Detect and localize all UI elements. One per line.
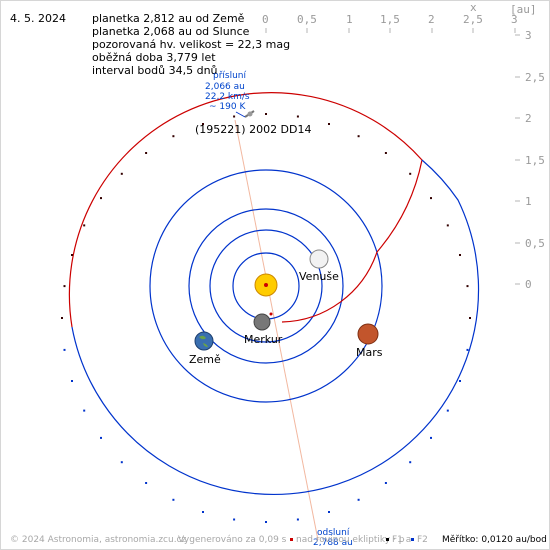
generated-text: Vygenerováno za 0,09 s	[178, 535, 287, 545]
orbit-point	[409, 461, 412, 464]
orbit-point	[409, 172, 412, 175]
date-label: 4. 5. 2024	[10, 12, 66, 25]
y-tick-label: 2	[525, 112, 532, 125]
mercury-icon	[253, 313, 271, 331]
info-line: interval bodů 34,5 dnů	[92, 64, 218, 77]
orbit-point	[145, 152, 148, 154]
y-tick-label: 1,5	[525, 154, 545, 167]
info-line: pozorovaná hv. velikost = 22,3 mag	[92, 38, 291, 51]
earth-orbit	[188, 208, 344, 364]
orbit-point	[430, 197, 432, 200]
orbit-point	[384, 482, 387, 484]
mars-orbit	[149, 169, 383, 403]
info-line: planetka 2,812 au od Země	[92, 12, 245, 25]
x-tick-label: 2	[428, 13, 435, 26]
orbit-point	[265, 113, 267, 115]
apsides-line	[234, 119, 319, 541]
orbit-point-markers	[61, 113, 471, 523]
asteroid-icon	[244, 110, 255, 118]
info-line: planetka 2,068 au od Slunce	[92, 25, 250, 38]
x-axis-letter: x	[470, 1, 477, 14]
asteroid-name: (195221) 2002 DD14	[195, 123, 312, 136]
orbit-point	[233, 518, 236, 521]
orbit-point	[120, 461, 123, 464]
orbit-point	[459, 254, 461, 256]
asteroid-orbit-north	[68, 92, 423, 328]
orbit-point	[100, 436, 102, 439]
y-tick-label: 3	[525, 29, 532, 42]
orbit-point	[466, 285, 469, 288]
orbit-point	[145, 482, 148, 484]
info-line: oběžná doba 3,779 let	[92, 51, 216, 64]
orbit-point	[120, 172, 123, 175]
x-tick-label: 2,5	[463, 13, 483, 26]
earth-label: Země	[189, 353, 221, 366]
orbit-point	[71, 254, 73, 256]
orbit-point	[172, 135, 175, 138]
asteroid-orbit-south	[71, 159, 480, 496]
venus-label: Venuše	[299, 270, 339, 283]
orbit-point	[202, 123, 204, 125]
orbit-point	[446, 224, 449, 227]
orbit-point	[71, 380, 73, 382]
y-tick-label: 1	[525, 195, 532, 208]
orbit-point	[202, 511, 204, 513]
y-axis-ticks	[515, 34, 520, 285]
orbit-point	[296, 518, 299, 521]
orbit-point	[430, 436, 432, 439]
orbit-point	[328, 511, 330, 513]
mars-icon	[357, 323, 379, 345]
info-panel: planetka 2,812 au od Země planetka 2,068…	[92, 12, 290, 77]
orbit-point	[446, 409, 449, 412]
orbit-point	[328, 123, 330, 125]
orbit-point	[83, 409, 86, 412]
legend-f2: F2	[411, 535, 428, 545]
orbit-point	[172, 498, 175, 501]
x-tick-label: 1,5	[380, 13, 400, 26]
y-tick-label: 0	[525, 278, 532, 291]
aphelion-label: odsluní 2,788 au	[313, 528, 353, 548]
orbit-point	[61, 317, 63, 319]
perihelion-label: přísluní	[213, 71, 247, 81]
perihelion-values: 2,066 au 22,2 km/s ~ 190 K	[205, 82, 250, 112]
orbit-point	[466, 348, 469, 351]
y-tick-label: 0,5	[525, 237, 545, 250]
orbit-point	[100, 197, 102, 200]
orbit-point	[63, 348, 66, 351]
orbit-point	[357, 498, 360, 501]
copyright-text: © 2024 Astronomia, astronomia.zcu.cz	[10, 535, 187, 545]
orbit-point	[265, 521, 267, 523]
orbit-point	[63, 285, 66, 288]
orbit-point	[469, 317, 471, 319]
legend-mid: nad rovinou ekliptiky · pod rovinou ohni…	[290, 535, 405, 545]
asteroid-inner-red	[281, 251, 378, 323]
orbit-point	[459, 380, 461, 382]
venus-orbit	[209, 229, 323, 343]
orbit-point	[296, 115, 299, 118]
earth-icon	[194, 331, 214, 351]
x-tick-label: 0	[262, 13, 269, 26]
x-tick-label: 1	[346, 13, 353, 26]
orbit-point	[83, 224, 86, 227]
orbit-point	[357, 135, 360, 138]
legend-f1: F1 a	[386, 535, 411, 545]
x-tick-label: 0,5	[297, 13, 317, 26]
venus-icon	[309, 249, 329, 269]
unit-label: [au]	[510, 3, 537, 16]
x-tick-label: 3	[511, 13, 518, 26]
scale-text: Měřítko: 0,0120 au/bod	[442, 535, 547, 545]
orbit-point	[384, 152, 387, 154]
orbit-point	[233, 115, 236, 118]
y-tick-label: 2,5	[525, 71, 545, 84]
mercury-label: Merkur	[244, 333, 283, 346]
mars-label: Mars	[356, 346, 383, 359]
x-axis-ticks	[265, 28, 516, 33]
